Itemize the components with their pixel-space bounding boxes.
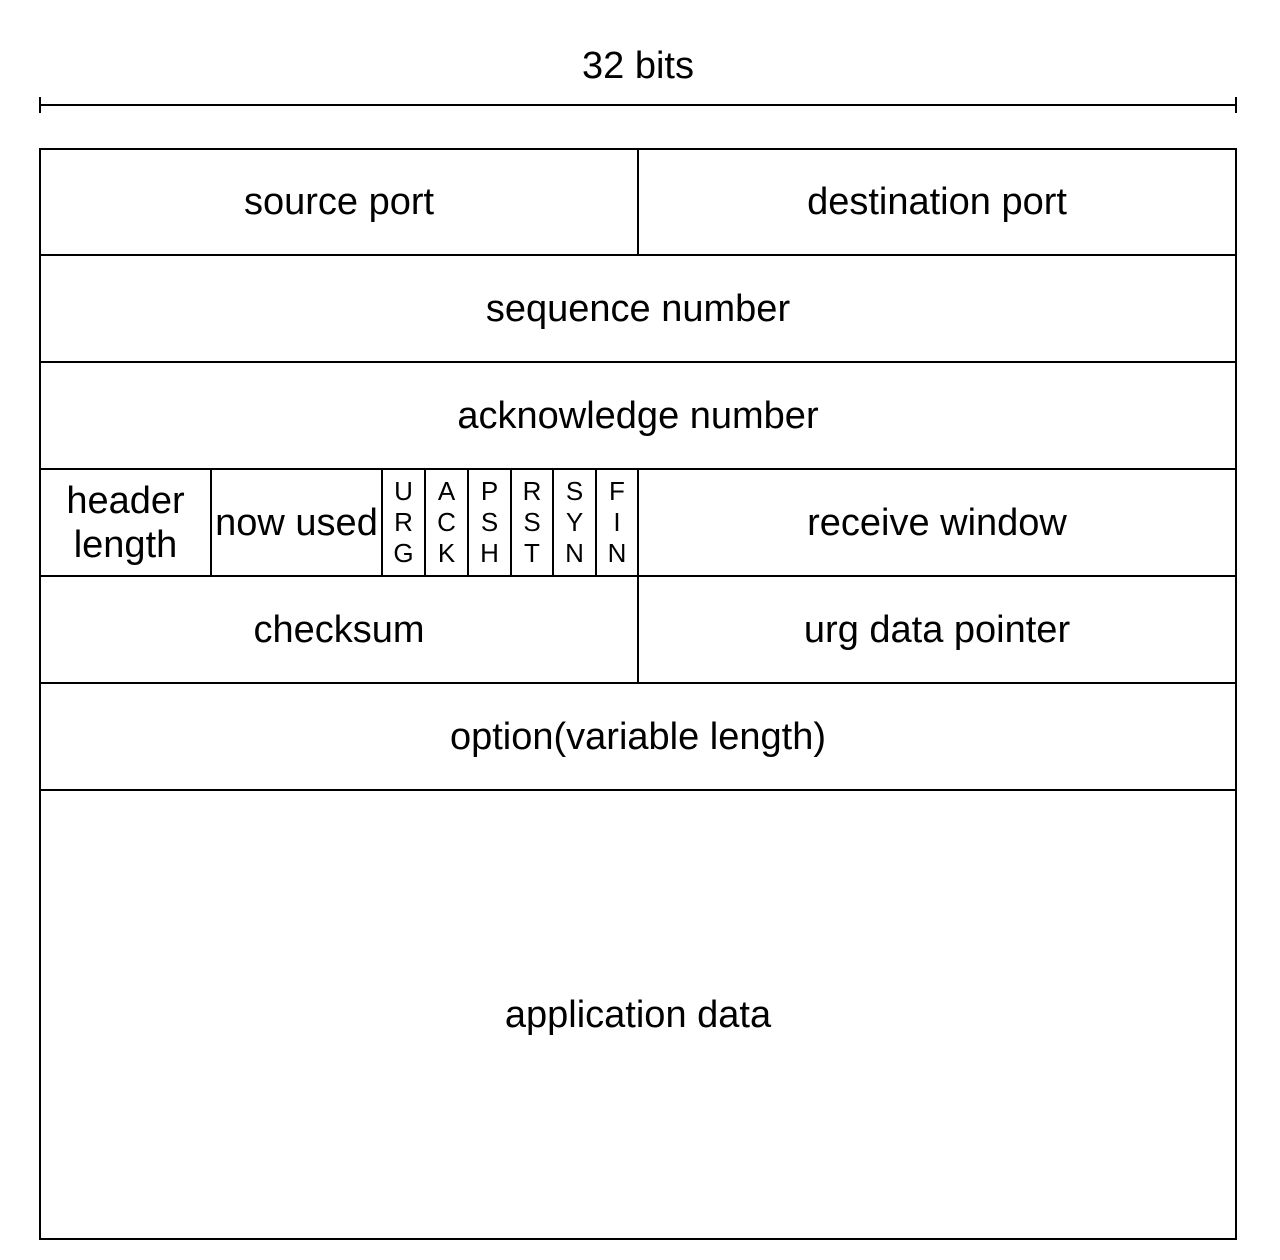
source-port-field: source port [39, 148, 639, 256]
width-span-right-tick [1235, 97, 1237, 113]
flag-letter: Y [565, 507, 584, 537]
flag-letter: I [613, 507, 621, 537]
header-length-field: header length [39, 468, 212, 577]
flag-letter: R [522, 476, 542, 506]
flag-letter: K [437, 538, 456, 568]
flag-letter: S [480, 507, 499, 537]
flag-rst: R S T [510, 468, 554, 577]
receive-window-field: receive window [637, 468, 1237, 577]
now-used-field: now used [210, 468, 383, 577]
flag-ack: A C K [424, 468, 469, 577]
urg-data-pointer-field: urg data pointer [637, 575, 1237, 684]
flag-letter: R [394, 507, 413, 537]
flag-letter: N [565, 538, 584, 568]
flag-syn: S Y N [552, 468, 597, 577]
flag-fin: F I N [595, 468, 639, 577]
header-length-line2: length [73, 523, 178, 566]
flag-letter: T [524, 538, 540, 568]
acknowledge-number-field: acknowledge number [39, 361, 1237, 470]
flag-urg: U R G [381, 468, 426, 577]
destination-port-field: destination port [637, 148, 1237, 256]
flag-letter: S [565, 476, 584, 506]
flag-letter: P [480, 476, 499, 506]
sequence-number-field: sequence number [39, 254, 1237, 363]
application-data-field: application data [39, 789, 1237, 1240]
width-span-left-tick [39, 97, 41, 113]
width-label: 32 bits [582, 45, 694, 87]
width-span-line [40, 104, 1236, 106]
flag-letter: U [394, 476, 413, 506]
flag-letter: N [607, 538, 627, 568]
flag-letter: A [437, 476, 456, 506]
header-length-line1: header [66, 479, 185, 522]
flag-letter: H [480, 538, 499, 568]
flag-letter: C [437, 507, 456, 537]
flag-psh: P S H [467, 468, 512, 577]
checksum-field: checksum [39, 575, 639, 684]
option-field: option(variable length) [39, 682, 1237, 791]
flag-letter: S [523, 507, 541, 537]
flag-letter: G [393, 538, 414, 568]
flag-letter: F [609, 476, 625, 506]
